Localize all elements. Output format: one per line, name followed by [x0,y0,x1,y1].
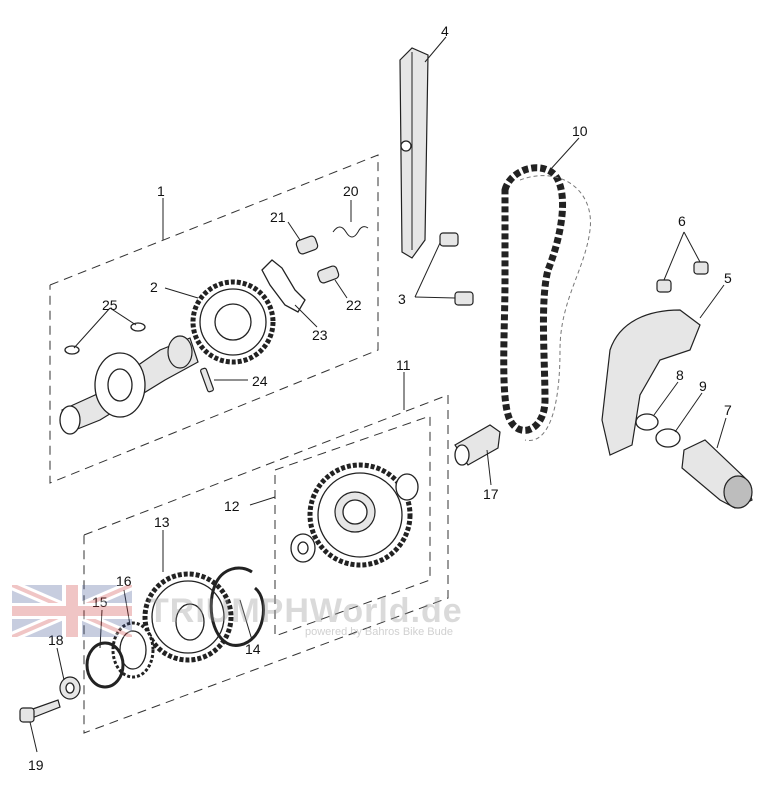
callout-5: 5 [724,270,732,286]
callout-22: 22 [346,297,362,313]
group-box-12 [274,415,431,637]
watermark-subtitle: powered by Bahros Bike Bude [305,626,453,638]
union-jack-flag-icon [12,585,132,637]
callout-16: 16 [116,573,132,589]
seal-ring-8 [635,413,659,431]
idler-bearing [290,533,316,563]
callout-1: 1 [157,183,165,199]
circlip-14 [209,566,265,647]
callout-3: 3 [398,291,406,307]
callout-4: 4 [441,23,449,39]
cam-chain [500,164,591,441]
pivot-pin [454,424,501,466]
idler-gear [307,462,413,568]
callout-7: 7 [724,402,732,418]
callout-12: 12 [224,498,240,514]
callout-19: 19 [28,757,44,773]
circlip-upper [130,322,146,332]
cam-sprocket [190,279,276,365]
callout-21: 21 [270,209,286,225]
bolt-19 [19,699,61,723]
callout-17: 17 [483,486,499,502]
callout-24: 24 [252,373,268,389]
watermark-title: TRIUMPHWorld.de [148,592,463,630]
dowel-pin [200,367,214,393]
callout-15: 15 [92,594,108,610]
group-box-11 [83,394,449,734]
spring [332,226,369,238]
guide-bolt-lower [454,291,474,306]
callout-18: 18 [48,632,64,648]
callout-13: 13 [154,514,170,530]
needle-bearing [395,473,419,501]
callout-10: 10 [572,123,588,139]
drive-gear [142,571,234,663]
callout-labels: 1 2 3 4 5 6 7 8 9 10 11 12 13 14 15 16 1… [28,23,732,773]
callout-23: 23 [312,327,328,343]
circlip-15 [85,641,125,689]
callout-11: 11 [396,357,411,373]
group-box-1 [49,154,379,484]
pin-21 [295,235,319,255]
spacer-18 [59,676,81,700]
decompressor-weight [261,259,306,313]
tensioner-bolt-right [693,261,709,275]
seal-ring-9 [655,428,681,448]
tensioner-bolt-left [656,279,672,293]
chain-tensioner-blade [601,309,701,456]
leader-lines [29,36,727,753]
callout-25: 25 [102,297,118,313]
callout-8: 8 [676,367,684,383]
callout-6: 6 [678,213,686,229]
chain-guide [399,47,429,259]
callout-14: 14 [245,641,261,657]
pin-22 [317,265,340,284]
camshaft [59,335,199,435]
guide-bolt-upper [439,232,459,247]
cam-chain-tensioner [681,439,753,509]
callout-2: 2 [150,279,158,295]
callout-9: 9 [699,378,707,394]
callout-20: 20 [343,183,359,199]
circlip-lower [64,345,80,355]
